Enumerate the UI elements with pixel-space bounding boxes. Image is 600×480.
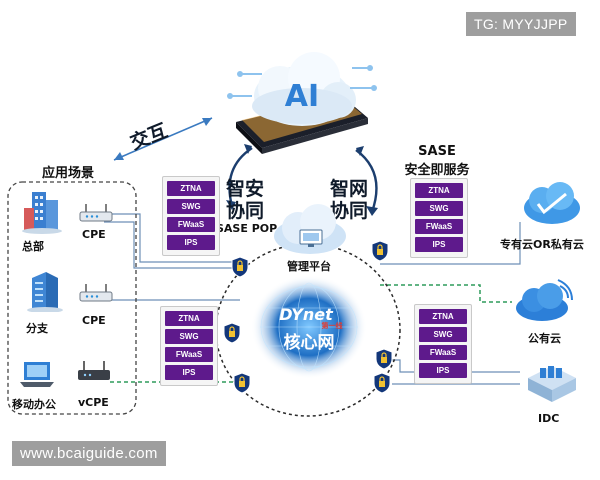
core-brand-cn: 第一线 [322,321,343,330]
line-hq-core [104,213,240,263]
shield-icon [371,240,389,262]
shield-icon [233,372,251,394]
swg-badge: SWG [165,329,213,344]
scenario-box [7,181,137,415]
shield-icon [231,256,249,278]
private-cloud-icon [524,182,580,224]
scenario-title: 应用场景 [42,166,95,181]
line-hq-core-2 [104,221,240,269]
ips-badge: IPS [165,365,213,380]
fwaas-badge: FWaaS [165,347,213,362]
site-mobile: 移动办公 vCPE [10,356,134,414]
smart-network-line1: 智网 [330,178,369,200]
fwaas-badge: FWaaS [419,345,467,360]
smart-network-arrow [355,149,378,213]
security-panel-bottom-right: ZTNA SWG FWaaS IPS [414,304,472,384]
security-panel-top-left: ZTNA SWG FWaaS IPS [162,176,220,256]
ztna-badge: ZTNA [419,309,467,324]
idc-server-icon [528,366,576,402]
smart-security-label: 智安 协同 [226,178,264,222]
fwaas-badge: FWaaS [167,217,215,232]
site-name: 总部 [22,240,44,253]
site-branch: 分支 CPE [10,268,134,340]
public-cloud-label: 公有云 [528,332,561,345]
smart-security-arrow [228,147,253,207]
smart-network-label: 智网 协同 [330,178,368,222]
private-cloud-label: 专有云OR私有云 [500,238,584,251]
smart-security-line1: 智安 [226,178,265,200]
swg-badge: SWG [415,201,463,216]
sase-service-line2: 安全即服务 [404,163,470,178]
router-icon [79,204,113,222]
shield-icon [375,348,393,370]
core-brand: DYnet [279,305,334,324]
ai-cloud-icon: AI [227,52,377,154]
router-icon [78,361,110,380]
ztna-badge: ZTNA [167,181,215,196]
swg-badge: SWG [419,327,467,342]
office-tower-icon [27,272,63,312]
core-ring [215,243,401,417]
ztna-badge: ZTNA [415,183,463,198]
site-name: 移动办公 [12,398,56,411]
ai-label: AI [285,79,319,114]
site-hq: 总部 CPE [10,190,134,262]
idc-label: IDC [538,412,560,425]
core-label: 核心网 [284,332,335,353]
security-panel-top-right: ZTNA SWG FWaaS IPS [410,178,468,258]
laptop-icon [20,362,54,387]
device-label: CPE [82,228,106,241]
sase-pop-label: SASE POP [216,222,278,235]
core-network-globe: DYnet 第一线 核心网 [251,275,367,379]
public-cloud-icon [516,279,573,321]
watermark-bottom: www.bcaiguide.com [12,441,166,466]
ztna-badge: ZTNA [165,311,213,326]
management-cloud-icon [274,204,346,254]
line-core-private [380,222,521,265]
line-core-public [380,284,512,303]
fwaas-badge: FWaaS [415,219,463,234]
building-icon [22,192,62,234]
ips-badge: IPS [167,235,215,250]
management-label: 管理平台 [287,260,331,273]
device-label: CPE [82,314,106,327]
ips-badge: IPS [415,237,463,252]
interaction-arrow [113,117,213,161]
ips-badge: IPS [419,363,467,378]
device-label: vCPE [78,396,109,409]
sase-service-title: SASE 安全即服务 [398,144,476,178]
router-icon [79,284,113,302]
sase-service-line1: SASE [418,144,456,159]
shield-icon [373,372,391,394]
smart-security-line2: 协同 [226,200,265,222]
smart-network-line2: 协同 [330,200,369,222]
site-name: 分支 [26,322,48,335]
security-panel-bottom-left: ZTNA SWG FWaaS IPS [160,306,218,386]
shield-icon [223,322,241,344]
watermark-top: TG: MYYJJPP [466,12,576,36]
swg-badge: SWG [167,199,215,214]
